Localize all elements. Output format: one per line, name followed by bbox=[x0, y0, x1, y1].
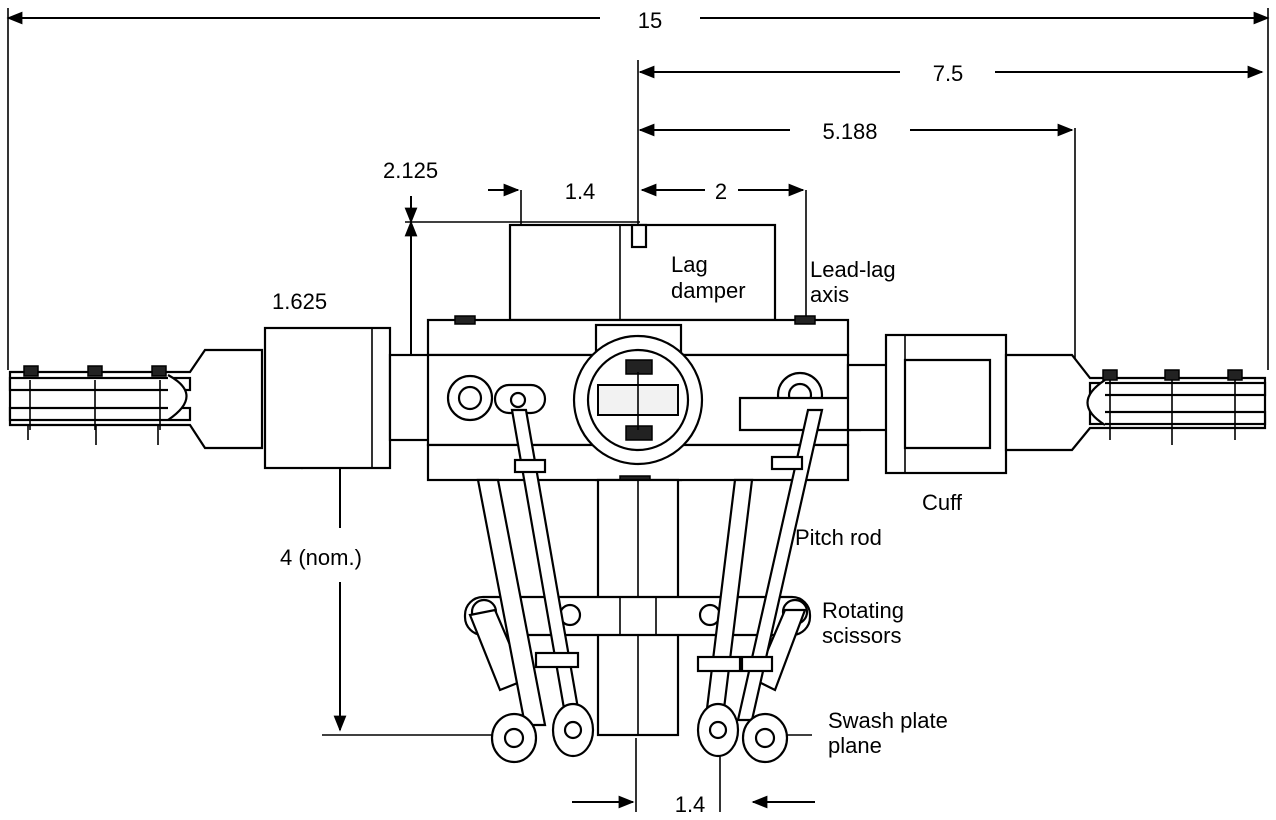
label-lead-lag-line1: Lead-lag bbox=[810, 257, 896, 282]
dim-damper-offset: 1.4 bbox=[565, 179, 596, 204]
dimension-lines bbox=[6, 8, 1270, 812]
label-pitch-rod: Pitch rod bbox=[795, 525, 882, 550]
left-blade-grip bbox=[8, 348, 264, 450]
dim-damper-height: 2.125 bbox=[383, 158, 438, 183]
dim-half-width: 7.5 bbox=[933, 61, 964, 86]
dim-lead-lag-center: 5.188 bbox=[822, 119, 877, 144]
label-cuff: Cuff bbox=[922, 490, 963, 515]
label-scissors-line1: Rotating bbox=[822, 598, 904, 623]
dim-swash-height: 4 (nom.) bbox=[280, 545, 362, 570]
label-lag-damper-line2: damper bbox=[671, 278, 746, 303]
mast-and-linkage bbox=[463, 408, 824, 764]
dim-cuff-height: 1.625 bbox=[272, 289, 327, 314]
rod-end-eyes bbox=[490, 702, 789, 764]
label-swash-line1: Swash plate bbox=[828, 708, 948, 733]
label-lead-lag-line2: axis bbox=[810, 282, 849, 307]
dim-bottom-offset: 1.4 bbox=[675, 792, 706, 817]
labels: 15 7.5 5.188 2.125 1.4 2 1.625 4 (nom.) … bbox=[272, 8, 963, 817]
left-cuff bbox=[263, 326, 432, 470]
central-hub bbox=[426, 223, 862, 485]
label-swash-line2: plane bbox=[828, 733, 882, 758]
right-blade-grip bbox=[1004, 353, 1267, 452]
right-cuff bbox=[846, 333, 1008, 475]
dim-lag-axis-offset: 2 bbox=[715, 179, 727, 204]
label-lag-damper-line1: Lag bbox=[671, 252, 708, 277]
dim-overall-width: 15 bbox=[638, 8, 662, 33]
label-scissors-line2: scissors bbox=[822, 623, 901, 648]
